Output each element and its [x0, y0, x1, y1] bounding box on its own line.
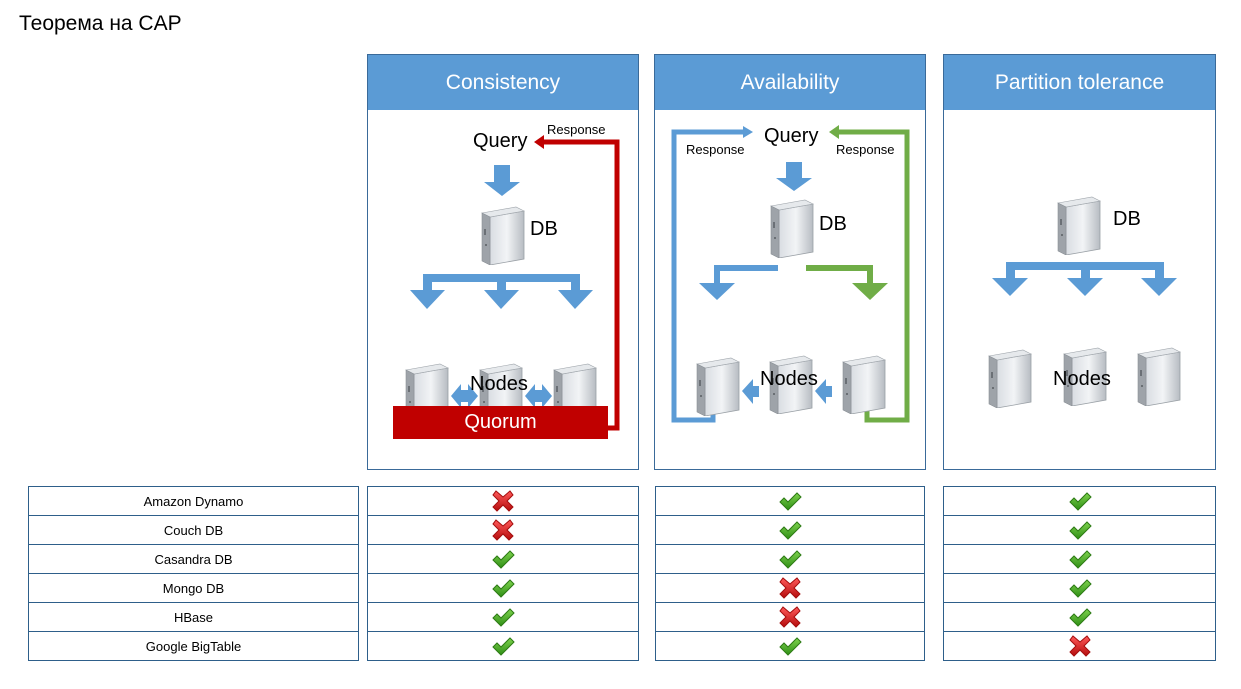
propagate-arrow-1: [742, 379, 759, 404]
propagate-arrow-2: [815, 379, 832, 404]
check-icon: [492, 550, 515, 569]
availability-diagram: Query Response Response DB Nodes: [655, 110, 925, 469]
node-arrow-3: [558, 290, 593, 309]
consistency-panel: Consistency Query: [367, 54, 639, 470]
db-label: DB: [530, 218, 558, 240]
check-icon: [492, 637, 515, 656]
partition-tolerance-cell: [943, 544, 1216, 574]
availability-panel: Availability Query Respon: [654, 54, 926, 470]
sync-arrow-2: [525, 384, 552, 408]
availability-header: Availability: [655, 55, 925, 110]
partition-tolerance-cell: [943, 486, 1216, 516]
check-icon: [779, 521, 802, 540]
response-label: Response: [547, 122, 606, 137]
consistency-diagram: Query Response DB Nodes Quorum: [368, 110, 638, 469]
nodes-label: Nodes: [1053, 368, 1111, 390]
consistency-cell: [367, 631, 639, 661]
quorum-bar: Quorum: [393, 406, 608, 439]
cross-icon: [492, 519, 514, 541]
nodes-label: Nodes: [760, 368, 818, 390]
check-icon: [779, 637, 802, 656]
node-arrow-1: [410, 290, 445, 309]
db-name-cell: Couch DB: [28, 515, 359, 545]
cross-icon: [492, 490, 514, 512]
node-server-icon: [1137, 347, 1181, 406]
check-icon: [779, 492, 802, 511]
query-down-arrow: [484, 165, 520, 196]
response-arrow-head: [534, 135, 544, 149]
partition-tolerance-cell: [943, 573, 1216, 603]
node-server-icon: [696, 357, 740, 416]
node-server-icon: [842, 355, 886, 414]
partition-tolerance-diagram: DB Nodes: [944, 110, 1215, 469]
partition-tolerance-header: Partition tolerance: [944, 55, 1215, 110]
check-icon: [1069, 492, 1091, 511]
db-server-icon: [481, 206, 525, 265]
consistency-cell: [367, 544, 639, 574]
partition-tolerance-cell: [943, 515, 1216, 545]
db-name-cell: Amazon Dynamo: [28, 486, 359, 516]
check-icon: [492, 608, 515, 627]
response-left-label: Response: [686, 142, 745, 157]
sync-arrow-1: [451, 384, 478, 408]
db-label: DB: [819, 213, 847, 235]
node-arrow-1: [992, 278, 1028, 296]
partition-tolerance-cell: [943, 631, 1216, 661]
check-icon: [779, 550, 802, 569]
check-icon: [1069, 579, 1091, 598]
node-arrow-2: [484, 290, 519, 309]
node-arrow-3: [1141, 278, 1177, 296]
availability-cell: [655, 602, 925, 632]
consistency-header: Consistency: [368, 55, 638, 110]
right-response-head: [829, 125, 839, 139]
left-split-head: [699, 283, 735, 300]
availability-cell: [655, 544, 925, 574]
check-icon: [492, 579, 515, 598]
right-split-head: [852, 283, 888, 300]
partition-tolerance-panel: Partition tolerance DB Nodes: [943, 54, 1216, 470]
query-label: Query: [764, 125, 819, 147]
left-split-line: [714, 265, 778, 285]
node-server-icon: [988, 349, 1032, 408]
query-down-arrow: [776, 162, 812, 191]
cross-icon: [1069, 635, 1090, 657]
page-title: Теорема на CAP: [19, 12, 182, 35]
response-right-label: Response: [836, 142, 895, 157]
db-server-icon: [1057, 196, 1101, 255]
nodes-label: Nodes: [470, 373, 528, 395]
consistency-cell: [367, 515, 639, 545]
cross-icon: [779, 577, 801, 599]
check-icon: [1069, 608, 1091, 627]
response-arrow-line: [540, 139, 620, 431]
db-name-cell: Google BigTable: [28, 631, 359, 661]
availability-cell: [655, 515, 925, 545]
partition-tolerance-cell: [943, 602, 1216, 632]
node-arrow-2: [1067, 278, 1103, 296]
cross-icon: [779, 606, 801, 628]
consistency-cell: [367, 602, 639, 632]
db-name-cell: Casandra DB: [28, 544, 359, 574]
query-label: Query: [473, 130, 528, 152]
availability-cell: [655, 486, 925, 516]
consistency-cell: [367, 573, 639, 603]
availability-cell: [655, 631, 925, 661]
right-split-line: [806, 265, 873, 285]
check-icon: [1069, 550, 1091, 569]
db-name-cell: HBase: [28, 602, 359, 632]
db-server-icon: [770, 199, 814, 258]
db-name-cell: Mongo DB: [28, 573, 359, 603]
consistency-cell: [367, 486, 639, 516]
left-response-head: [743, 126, 753, 138]
check-icon: [1069, 521, 1091, 540]
availability-cell: [655, 573, 925, 603]
db-label: DB: [1113, 208, 1141, 230]
